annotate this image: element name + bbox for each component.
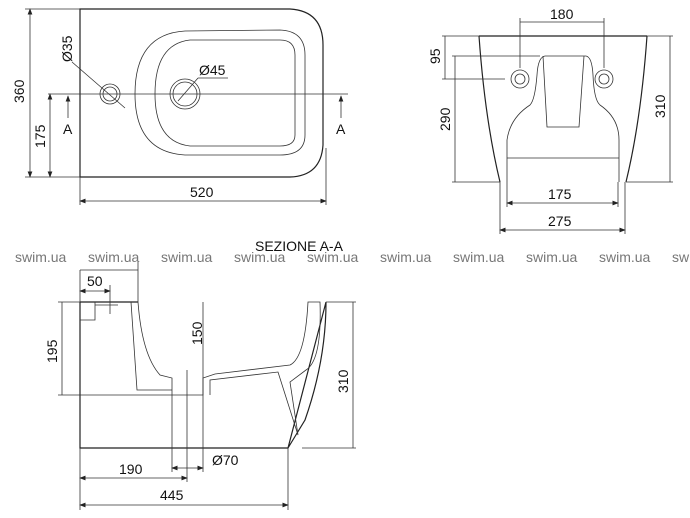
back-view-inner-shape: [506, 55, 620, 182]
hole-small-label: Ø35: [59, 35, 75, 62]
dim-diameter-70: Ø70: [212, 452, 239, 468]
drain-hole: [169, 78, 201, 110]
watermark: swim.ua: [161, 249, 213, 265]
watermark: swim.ua: [88, 249, 140, 265]
back-view-outline: [478, 35, 648, 183]
watermark: swim.ua: [307, 249, 359, 265]
watermark: swim.ua: [380, 249, 432, 265]
section-bowl: [80, 301, 321, 436]
hole-drain-label: Ø45: [199, 62, 226, 78]
dim-445: 445: [160, 487, 184, 503]
dim-150: 150: [189, 321, 205, 345]
section-view: SEZIONE A-A 50 195 150 310 Ø70 190: [44, 238, 356, 510]
back-view: 180 95 290 310 175 275: [427, 6, 673, 234]
dim-50: 50: [87, 273, 103, 289]
fixing-hole-left: [510, 69, 530, 89]
dim-175-back: 175: [548, 186, 572, 202]
dim-360: 360: [11, 79, 27, 103]
section-mark-right: A: [336, 121, 346, 137]
dim-310-back: 310: [652, 94, 668, 118]
watermark-row: swim.ua swim.ua swim.ua swim.ua swim.ua …: [15, 249, 690, 265]
tap-hole: [99, 83, 121, 105]
basin-outer-rim: [134, 29, 306, 156]
dim-290: 290: [437, 107, 453, 131]
watermark: swim.ua: [526, 249, 578, 265]
section-title: SEZIONE A-A: [255, 238, 344, 254]
dim-180: 180: [550, 6, 574, 22]
watermark: swim.ua: [453, 249, 505, 265]
watermark: swim.ua: [234, 249, 286, 265]
dim-195: 195: [44, 339, 60, 363]
top-view: Ø35 Ø45 360 175 A A 520: [11, 8, 348, 205]
watermark: swim.ua: [599, 249, 651, 265]
section-mark-left: A: [63, 121, 73, 137]
watermark: swim.ua: [672, 249, 690, 265]
watermark: swim.ua: [15, 249, 67, 265]
basin-inner-rim: [154, 39, 296, 147]
dim-520: 520: [190, 184, 214, 200]
top-view-outline: [79, 8, 324, 178]
dim-310-section: 310: [335, 369, 351, 393]
dim-175: 175: [32, 124, 48, 148]
dim-190: 190: [119, 461, 143, 477]
dim-275: 275: [548, 213, 572, 229]
fixing-hole-right: [594, 69, 614, 89]
dim-95: 95: [427, 48, 443, 64]
